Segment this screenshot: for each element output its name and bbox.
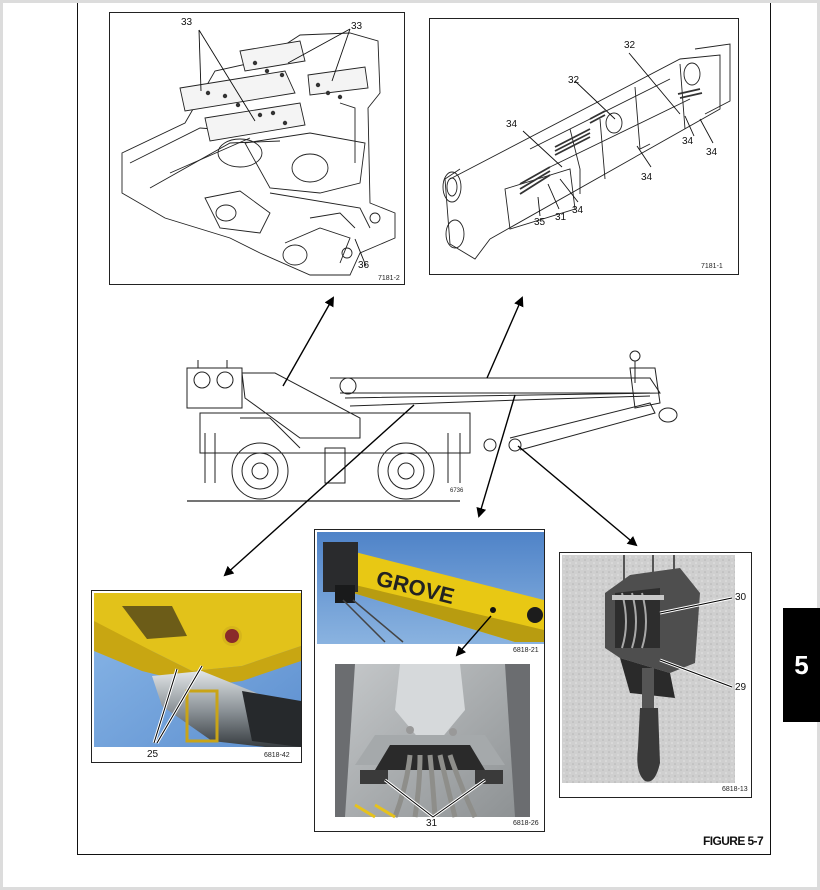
lift-cylinder-photo-panel: 25 6818-42 <box>91 590 302 763</box>
crane-side-view: 6736 <box>180 338 700 506</box>
figure-ref: 6818-13 <box>722 786 748 793</box>
turntable-drawing-panel: 33 33 36 7181-2 <box>109 12 405 285</box>
figure-caption: FIGURE 5-7 <box>703 834 764 848</box>
callout-35: 35 <box>534 217 546 228</box>
callout-30: 30 <box>735 592 747 603</box>
callout-34: 34 <box>572 205 584 216</box>
figure-ref: 6818-42 <box>264 752 290 759</box>
boom-photo-panel: GROVE 6818-21 31 6818-26 <box>314 529 545 832</box>
callout-31: 31 <box>426 818 438 829</box>
callout-29: 29 <box>735 682 747 693</box>
callout-25: 25 <box>147 749 159 760</box>
callout-34: 34 <box>682 136 694 147</box>
callout-33: 33 <box>351 21 363 32</box>
manual-page: 33 33 36 7181-2 <box>3 3 817 887</box>
chapter-tab: 5 <box>783 608 820 722</box>
hook-block-photo-panel: 30 29 6818-13 <box>559 552 752 798</box>
figure-ref: 6818-26 <box>513 820 539 827</box>
figure-ref: 6818-21 <box>513 647 539 654</box>
callout-33: 33 <box>181 17 193 28</box>
callout-32: 32 <box>568 75 580 86</box>
boom-photo: GROVE <box>317 532 544 819</box>
hook-block-photo <box>560 553 751 797</box>
callout-34: 34 <box>506 119 518 130</box>
callout-32: 32 <box>624 40 636 51</box>
boom-drawing-panel: 32 32 34 34 34 34 34 35 31 7181-1 <box>429 18 739 275</box>
callout-34: 34 <box>641 172 653 183</box>
figure-ref: 6736 <box>450 488 464 494</box>
callout-31: 31 <box>555 212 567 223</box>
figure-ref: 7181-2 <box>378 275 400 282</box>
boom-line-drawing <box>442 43 731 260</box>
callout-34: 34 <box>706 147 718 158</box>
callout-36: 36 <box>358 260 370 271</box>
turntable-line-drawing <box>121 28 396 276</box>
page-frame <box>77 3 771 855</box>
crane-line-drawing <box>186 350 678 502</box>
lift-cylinder-photo <box>92 593 301 762</box>
figure-ref: 7181-1 <box>701 263 723 270</box>
